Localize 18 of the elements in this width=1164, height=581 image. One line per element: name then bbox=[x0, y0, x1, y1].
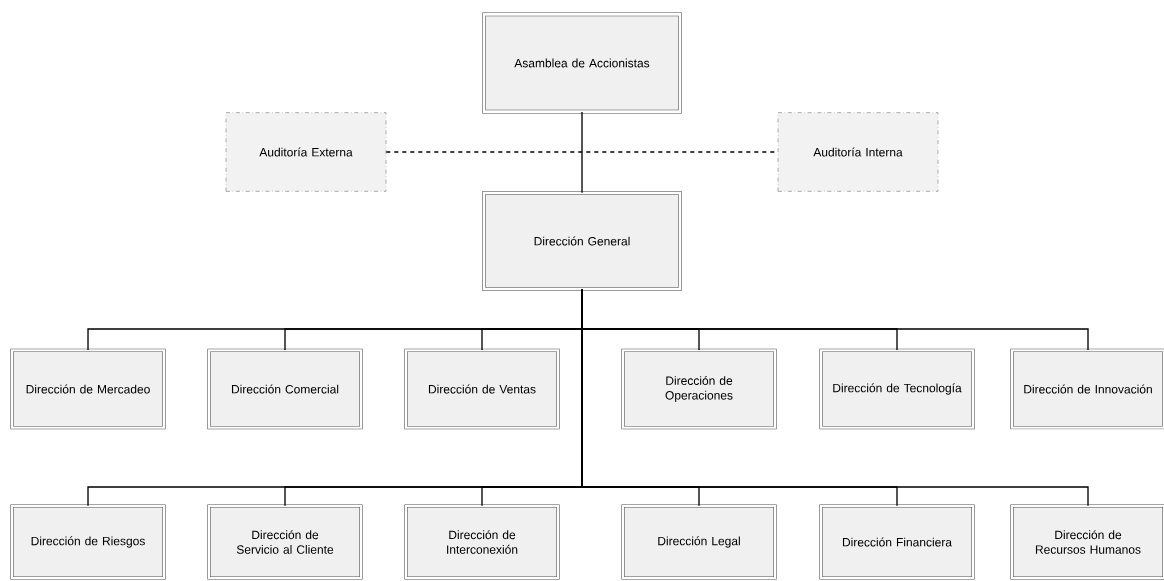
org-box: Dirección Legal bbox=[621, 504, 777, 580]
audit-box: Auditoría Externa bbox=[225, 112, 387, 192]
org-box: Dirección de Ventas bbox=[404, 348, 560, 430]
org-box: Dirección Financiera bbox=[819, 504, 975, 580]
connector-line bbox=[581, 288, 1089, 507]
org-box: Dirección de Innovación bbox=[1010, 348, 1164, 430]
connector-line bbox=[581, 111, 583, 194]
org-box: Dirección de Servicio al Cliente bbox=[207, 504, 363, 580]
org-box: Dirección de Tecnología bbox=[819, 348, 975, 430]
org-box: Dirección de Operaciones bbox=[621, 348, 777, 430]
audit-box: Auditoría Interna bbox=[777, 112, 939, 192]
org-box: Dirección de Interconexión bbox=[404, 504, 560, 580]
org-box: Asamblea de Accionistas bbox=[482, 12, 682, 114]
org-box: Dirección General bbox=[482, 191, 682, 291]
org-box: Dirección de Recursos Humanos bbox=[1010, 504, 1164, 580]
org-box: Dirección de Mercadeo bbox=[10, 348, 166, 430]
org-box: Dirección Comercial bbox=[207, 348, 363, 430]
org-box: Dirección de Riesgos bbox=[10, 504, 166, 580]
